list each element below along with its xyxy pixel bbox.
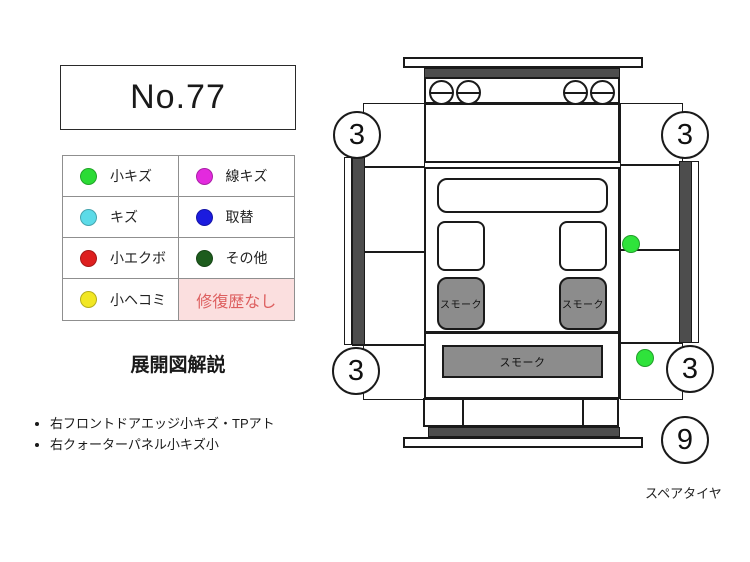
tire-depth-value: 9 — [676, 423, 694, 456]
tire-depth-value: 3 — [348, 118, 366, 151]
spare-tire-badge: 9 — [661, 416, 709, 464]
front-left-door-window — [437, 221, 485, 271]
dark-green-dot-icon — [195, 249, 213, 267]
sheet-number: No.77 — [130, 78, 226, 116]
tire-badge-top-left: 3 — [333, 111, 381, 159]
legend-item-other: その他 — [178, 238, 294, 279]
tire-depth-value: 3 — [347, 354, 365, 387]
rear-bumper — [403, 437, 643, 448]
legend-label: 小ヘコミ — [110, 291, 166, 308]
legend-label: 小エクボ — [110, 250, 166, 266]
headlamp-icon — [429, 80, 454, 105]
cyan-dot-icon — [80, 208, 97, 226]
left-quarter-divider — [352, 344, 425, 346]
green-dot-icon — [80, 167, 97, 185]
explanation-heading: 展開図解説 — [130, 355, 226, 376]
smoke-label: スモーク — [562, 300, 604, 311]
left-sill-strip — [344, 157, 352, 345]
right-door-divider — [620, 249, 683, 251]
damage-marker-quarter-panel — [636, 349, 654, 367]
right-fender-door-divider — [620, 164, 683, 166]
rear-panel-divider — [582, 398, 584, 427]
smoke-label: スモーク — [440, 300, 482, 311]
left-fender-door-divider — [363, 166, 425, 168]
magenta-dot-icon — [195, 167, 213, 185]
left-door-divider — [363, 251, 425, 253]
rear-panel-divider — [462, 398, 464, 427]
legend-item-small-dimple: 小エクボ — [63, 238, 179, 279]
left-rocker-rail — [352, 157, 365, 345]
damage-legend-table: 小キズ 線キズ キズ 取替 小エクボ その他 小ヘコミ 修復歴なし — [62, 155, 295, 321]
hood-panel — [424, 103, 620, 163]
legend-label: 取替 — [225, 209, 254, 225]
rear-panel — [423, 398, 619, 427]
spare-tire-label: スペアタイヤ — [645, 486, 722, 501]
tire-depth-value: 3 — [681, 352, 699, 385]
front-bumper — [403, 57, 643, 68]
legend-item-replace: 取替 — [178, 197, 294, 238]
tire-badge-bottom-right: 3 — [666, 345, 714, 393]
sheet-number-box: No.77 — [60, 65, 296, 130]
legend-label: 線キズ — [225, 168, 268, 184]
tire-depth-value: 3 — [676, 118, 694, 151]
yellow-dot-icon — [80, 291, 97, 308]
rear-garnish-strip — [428, 427, 620, 437]
headlamp-icon — [456, 80, 481, 105]
legend-label: その他 — [225, 250, 268, 266]
repair-history-note: 修復歴なし — [178, 279, 294, 320]
rear-left-smoke-window: スモーク — [437, 277, 485, 330]
windshield — [437, 178, 608, 213]
right-sill-strip — [691, 161, 699, 343]
front-right-door-window — [559, 221, 607, 271]
blue-dot-icon — [195, 208, 213, 226]
legend-item-small-dent: 小ヘコミ — [63, 279, 179, 320]
repair-history-label: 修復歴なし — [196, 293, 277, 311]
damage-marker-front-door-edge — [622, 235, 640, 253]
red-dot-icon — [80, 249, 97, 267]
headlamp-icon — [590, 80, 615, 105]
smoke-label: スモーク — [499, 356, 546, 369]
headlamp-icon — [563, 80, 588, 105]
legend-label: キズ — [110, 209, 138, 225]
legend-label: 小キズ — [110, 168, 152, 184]
rear-smoke-window: スモーク — [442, 345, 603, 378]
tire-badge-bottom-left: 3 — [332, 347, 380, 395]
damage-notes-list: 右フロントドアエッジ小キズ・TPアト 右クォーターパネル小キズ小 — [30, 413, 330, 455]
right-quarter-divider — [620, 342, 683, 344]
damage-note: 右クォーターパネル小キズ小 — [50, 434, 330, 455]
legend-item-line-scratch: 線キズ — [178, 156, 294, 197]
damage-note: 右フロントドアエッジ小キズ・TPアト — [50, 413, 330, 434]
legend-item-scratch: キズ — [63, 197, 179, 238]
tire-badge-top-right: 3 — [661, 111, 709, 159]
rear-right-smoke-window: スモーク — [559, 277, 607, 330]
legend-item-small-scratch: 小キズ — [63, 156, 179, 197]
